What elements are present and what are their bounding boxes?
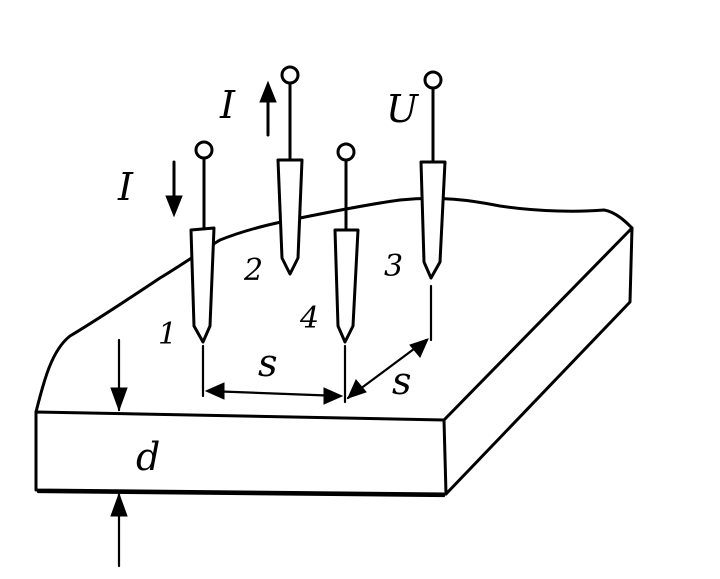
slab-top-surface <box>34 196 634 414</box>
probe-1-label: 1 <box>158 317 177 352</box>
probe-1 <box>189 140 216 344</box>
probe-4-terminal <box>336 142 356 162</box>
thickness-dimension <box>104 338 134 568</box>
probe-3 <box>419 70 447 280</box>
spacing-diagonal-dimension <box>346 284 433 400</box>
probe-3-tip <box>419 160 447 280</box>
current-in-arrow <box>165 160 183 218</box>
probe-4-label: 4 <box>299 301 319 336</box>
current-out-label: I <box>219 83 236 127</box>
probe-2-label: 2 <box>243 253 263 288</box>
probe-2 <box>276 65 304 276</box>
probe-3-label: 3 <box>384 249 403 284</box>
probe-2-tip <box>276 158 304 276</box>
voltage-label: U <box>386 87 420 131</box>
slab-front-face <box>34 410 448 496</box>
current-out-arrow <box>259 80 277 137</box>
slab-right-face <box>442 226 634 496</box>
current-in-label: I <box>117 165 134 209</box>
spacing-horizontal-dimension <box>201 344 347 405</box>
probe-1-tip <box>189 226 216 344</box>
probe-1-terminal <box>194 140 214 160</box>
probe-2-terminal <box>280 65 300 85</box>
spacing-horizontal-label: s <box>258 341 278 385</box>
spacing-diagonal-label: s <box>392 359 412 403</box>
thickness-label: d <box>136 435 160 479</box>
probe-4-tip <box>333 228 360 344</box>
probe-3-terminal <box>423 70 443 90</box>
probe-4 <box>333 142 360 344</box>
